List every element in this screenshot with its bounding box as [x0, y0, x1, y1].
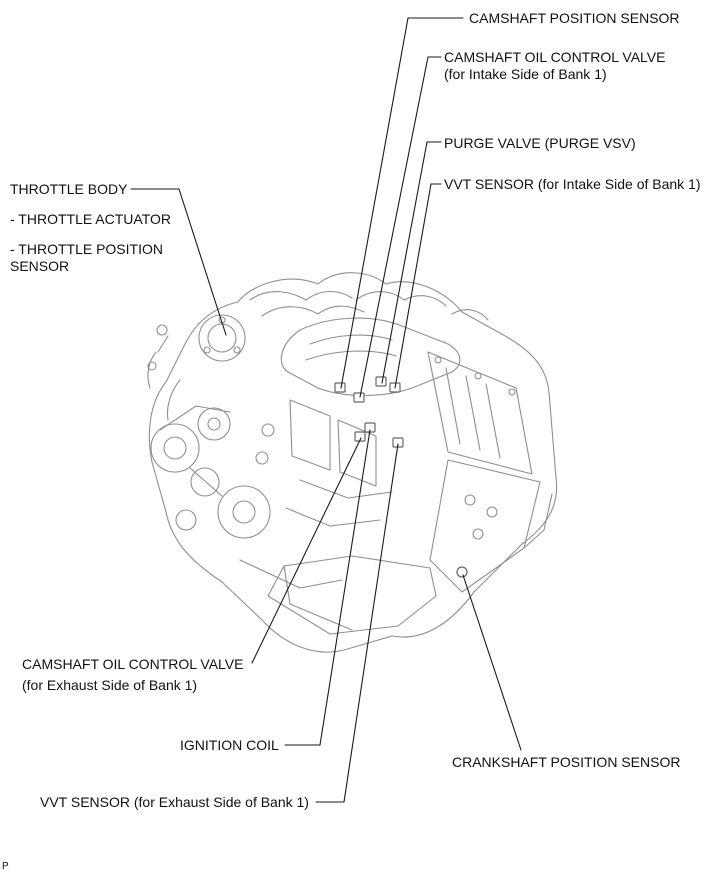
- leader-camshaft-oil-control-valve-exhaust: [251, 437, 362, 664]
- crankshaft-position-sensor-part: [456, 566, 468, 578]
- label-ignition-coil: IGNITION COIL: [180, 737, 279, 753]
- purge-valve-part: [375, 376, 387, 387]
- leader-purge-valve: [381, 141, 442, 384]
- leader-camshaft-oil-control-valve-intake: [359, 56, 442, 398]
- label-text: CAMSHAFT OIL CONTROL VALVE: [22, 656, 244, 672]
- leader-throttle-body: [130, 188, 227, 336]
- label-throttle-body: THROTTLE BODY: [10, 181, 128, 197]
- label-camshaft-oil-control-valve-intake: CAMSHAFT OIL CONTROL VALVE (for Intake S…: [444, 49, 665, 83]
- leader-vvt-sensor-exhaust: [315, 443, 399, 803]
- label-camshaft-position-sensor: CAMSHAFT POSITION SENSOR: [469, 10, 680, 26]
- label-text: CAMSHAFT OIL CONTROL VALVE: [444, 49, 666, 65]
- label-camshaft-oil-control-valve-exhaust: CAMSHAFT OIL CONTROL VALVE (for Exhaust …: [22, 656, 243, 694]
- label-throttle-actuator: - THROTTLE ACTUATOR: [10, 211, 172, 227]
- engine-sketch: [147, 272, 558, 653]
- label-subtext: (for Exhaust Side of Bank 1): [22, 677, 198, 693]
- label-purge-valve: PURGE VALVE (PURGE VSV): [444, 135, 636, 151]
- camshaft-position-sensor-part: [334, 382, 346, 393]
- label-crankshaft-position-sensor: CRANKSHAFT POSITION SENSOR: [452, 754, 681, 770]
- leader-lines: [130, 17, 522, 803]
- leader-camshaft-position-sensor: [340, 17, 464, 389]
- leader-ignition-coil: [284, 429, 371, 746]
- label-vvt-sensor-exhaust: VVT SENSOR (for Exhaust Side of Bank 1): [40, 794, 309, 810]
- label-vvt-sensor-intake: VVT SENSOR (for Intake Side of Bank 1): [444, 176, 701, 192]
- leader-vvt-sensor-intake: [394, 183, 442, 389]
- page-corner-mark: P: [2, 861, 9, 872]
- label-subtext: (for Intake Side of Bank 1): [444, 66, 607, 82]
- leader-crankshaft-position-sensor: [462, 574, 522, 751]
- label-throttle-position-sensor: - THROTTLE POSITION SENSOR: [10, 241, 163, 274]
- camshaft-oil-control-valve-intake-part: [353, 392, 365, 403]
- engine-sensors: [334, 376, 468, 578]
